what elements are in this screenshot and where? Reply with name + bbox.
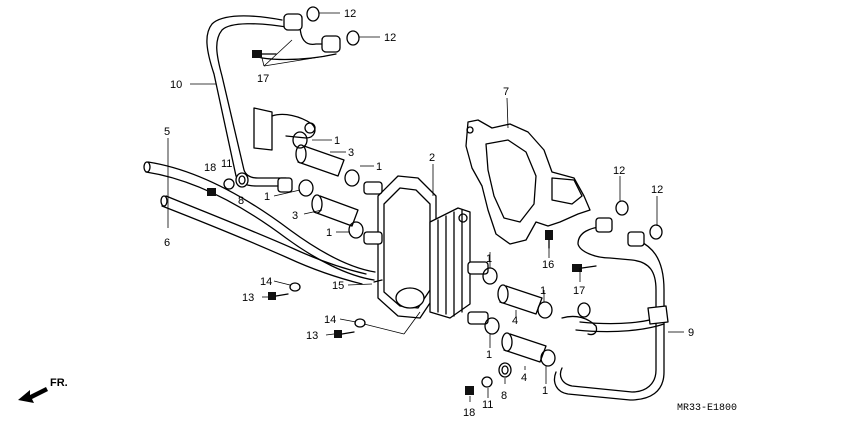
front-direction-label: FR.: [50, 377, 68, 389]
callout-1: 1: [326, 227, 332, 239]
bolt-15: [373, 279, 383, 283]
hose-6: [160, 195, 367, 285]
front-direction-arrow-icon: FR.: [18, 377, 68, 403]
callout-17: 17: [573, 285, 585, 297]
callout-4: 4: [512, 315, 518, 327]
bolt-18-left: [207, 188, 216, 196]
callout-1: 1: [540, 285, 546, 297]
callout-12: 12: [613, 165, 625, 177]
callout-17: 17: [257, 73, 269, 85]
callout-4: 4: [521, 372, 527, 384]
callout-8: 8: [501, 390, 507, 402]
callout-18: 18: [204, 162, 216, 174]
cooler-bracket: [465, 119, 591, 245]
hose-3-lower: [311, 194, 359, 227]
oil-cooler: [363, 175, 489, 325]
callout-8: 8: [238, 195, 244, 207]
bolt-16: [545, 230, 553, 249]
callout-1: 1: [264, 191, 270, 203]
callout-13: 13: [306, 330, 318, 342]
callout-12: 12: [344, 8, 356, 20]
bolt-18-bottom: [465, 386, 474, 395]
callout-1: 1: [334, 135, 340, 147]
upper-oil-pipe: [206, 13, 341, 193]
o-ring-right: [615, 200, 663, 240]
callout-11: 11: [482, 399, 493, 411]
callout-1: 1: [486, 253, 492, 265]
hose-clamps-right: [482, 267, 556, 367]
callout-11: 11: [221, 158, 232, 170]
o-ring-top: [306, 6, 360, 46]
hose-5: [143, 161, 376, 281]
callout-14: 14: [324, 314, 336, 326]
hose-clamps-left: [292, 131, 364, 239]
callout-3: 3: [348, 147, 354, 159]
bolt-13-upper: [268, 292, 289, 300]
bolt-13-lower: [334, 330, 355, 338]
washer-14-lower: [354, 318, 366, 328]
bolt-17-top: [252, 50, 277, 58]
washer-11-bottom: [481, 376, 493, 388]
leader-lines: [167, 12, 684, 402]
bolt-17-right: [572, 264, 597, 272]
callout-16: 16: [542, 259, 554, 271]
lower-oil-pipe: [553, 217, 669, 401]
washer-11-left: [223, 178, 235, 190]
callout-15: 15: [332, 280, 344, 292]
callout-13: 13: [242, 292, 254, 304]
callout-2: 2: [429, 152, 435, 164]
callout-3: 3: [292, 210, 298, 222]
callout-6: 6: [164, 237, 170, 249]
grommet-8-bottom: [498, 362, 512, 378]
callout-12: 12: [651, 184, 663, 196]
washer-14-upper: [289, 282, 301, 292]
callout-9: 9: [688, 327, 694, 339]
grommet-8-left: [235, 172, 249, 188]
callout-1: 1: [376, 161, 382, 173]
callout-18: 18: [463, 407, 475, 419]
callout-1: 1: [486, 349, 492, 361]
hose-3-upper: [295, 144, 345, 177]
callout-14: 14: [260, 276, 272, 288]
hose-4-upper: [497, 284, 543, 315]
callout-5: 5: [164, 126, 170, 138]
diagram-code: MR33-E1800: [677, 403, 737, 414]
callout-12: 12: [384, 32, 396, 44]
hose-4-lower: [501, 332, 547, 363]
callout-1: 1: [542, 385, 548, 397]
callout-10: 10: [170, 79, 182, 91]
callout-7: 7: [503, 86, 509, 98]
